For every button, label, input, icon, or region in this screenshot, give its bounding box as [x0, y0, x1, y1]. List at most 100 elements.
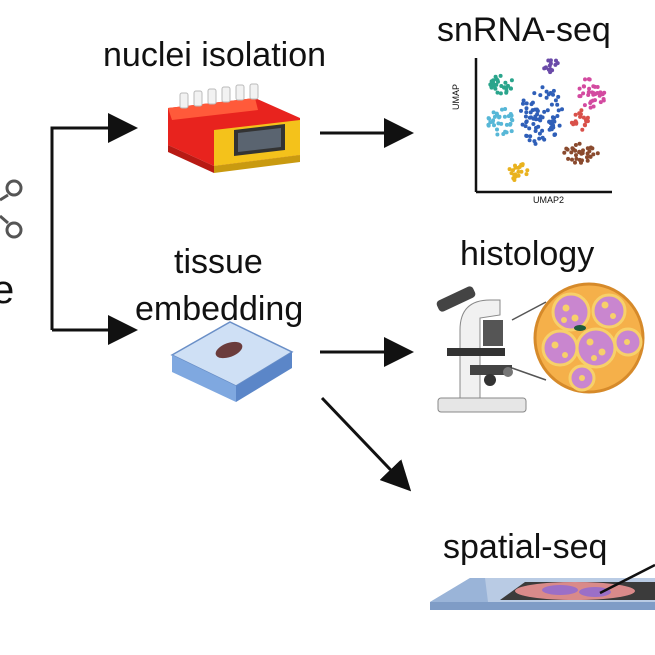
umap-point: [520, 122, 525, 127]
umap-point: [551, 92, 555, 97]
umap-point: [555, 102, 560, 107]
umap-point: [573, 143, 578, 147]
umap-point: [580, 127, 585, 132]
umap-point: [573, 160, 577, 165]
umap-point: [591, 104, 596, 109]
umap-point: [495, 90, 500, 95]
umap-point: [579, 108, 584, 113]
umap-point: [556, 108, 561, 113]
umap-point: [506, 83, 510, 88]
branch-arrows: [50, 113, 138, 345]
umap-point: [536, 124, 541, 129]
umap-point: [528, 134, 533, 139]
umap-point: [521, 101, 525, 106]
umap-point: [550, 119, 555, 124]
label-snrna-seq: snRNA-seq: [437, 11, 611, 49]
umap-point: [519, 169, 524, 174]
umap-point: [524, 172, 529, 177]
umap-point: [585, 146, 590, 151]
umap-point: [519, 108, 523, 113]
umap-point: [509, 117, 514, 122]
umap-point: [589, 99, 594, 104]
umap-point: [503, 80, 508, 85]
umap-point: [508, 113, 513, 118]
umap-point: [588, 154, 593, 159]
umap-point: [524, 134, 529, 138]
umap-point: [544, 95, 549, 100]
umap-point: [588, 105, 593, 110]
umap-point: [492, 123, 496, 128]
umap-point: [532, 139, 537, 144]
microscope-icon: [436, 286, 527, 413]
heat-block-icon: [168, 83, 300, 173]
umap-point: [540, 85, 545, 90]
umap-point: [504, 122, 509, 127]
umap-point: [495, 132, 500, 137]
umap-point: [569, 150, 574, 155]
umap-point: [497, 114, 502, 119]
tissue-cross-section-icon: [511, 282, 645, 394]
umap-point: [537, 117, 541, 122]
spatial-slide-icon: [430, 563, 655, 610]
scissors-icon: [0, 179, 23, 239]
umap-point: [491, 78, 496, 83]
umap-point: [504, 130, 509, 135]
umap-point: [577, 157, 582, 162]
umap-point: [545, 108, 550, 113]
umap-point: [511, 176, 516, 181]
umap-point: [493, 74, 498, 79]
umap-point: [571, 122, 576, 127]
umap-point: [581, 84, 586, 89]
umap-point: [552, 132, 557, 137]
umap-point: [502, 85, 506, 90]
umap-point: [590, 90, 595, 95]
umap-point: [498, 91, 503, 96]
umap-point: [509, 129, 514, 134]
umap-point: [537, 131, 542, 136]
umap-point: [577, 86, 582, 91]
umap-point: [585, 158, 590, 163]
umap-point: [585, 119, 590, 124]
umap-point: [498, 73, 503, 78]
umap-point: [562, 150, 567, 155]
label-nuclei-isolation: nuclei isolation: [103, 36, 327, 74]
umap-point: [591, 84, 596, 89]
umap-point: [524, 106, 529, 111]
umap-point: [543, 65, 548, 70]
umap-y-label: UMAP: [451, 83, 461, 110]
umap-point: [580, 151, 585, 156]
umap-point: [486, 122, 491, 127]
umap-point: [524, 119, 529, 124]
umap-point: [538, 93, 543, 98]
umap-point: [521, 98, 526, 103]
umap-point: [532, 91, 537, 96]
umap-point: [499, 121, 504, 126]
umap-point: [524, 110, 529, 115]
umap-point: [587, 149, 592, 154]
umap-point: [585, 115, 590, 120]
umap-point: [509, 86, 513, 91]
umap-point: [523, 114, 528, 119]
embedding-plate-icon: [170, 321, 294, 402]
umap-point: [574, 153, 578, 158]
umap-point: [533, 107, 538, 112]
umap-point: [531, 122, 536, 126]
umap-point: [585, 155, 589, 160]
umap-point: [493, 86, 498, 91]
umap-point: [551, 88, 556, 93]
umap-point: [547, 63, 552, 68]
umap-point: [555, 114, 560, 118]
umap-point: [546, 58, 551, 63]
arrow-to-nuclei-isolation: [50, 113, 138, 330]
umap-point: [546, 67, 551, 72]
umap-point: [573, 148, 578, 153]
umap-point: [524, 101, 529, 106]
umap-plot: [474, 58, 612, 194]
umap-point: [513, 172, 518, 177]
umap-point: [540, 128, 545, 133]
umap-point: [587, 77, 592, 82]
umap-point: [513, 163, 517, 168]
umap-point: [491, 110, 496, 115]
